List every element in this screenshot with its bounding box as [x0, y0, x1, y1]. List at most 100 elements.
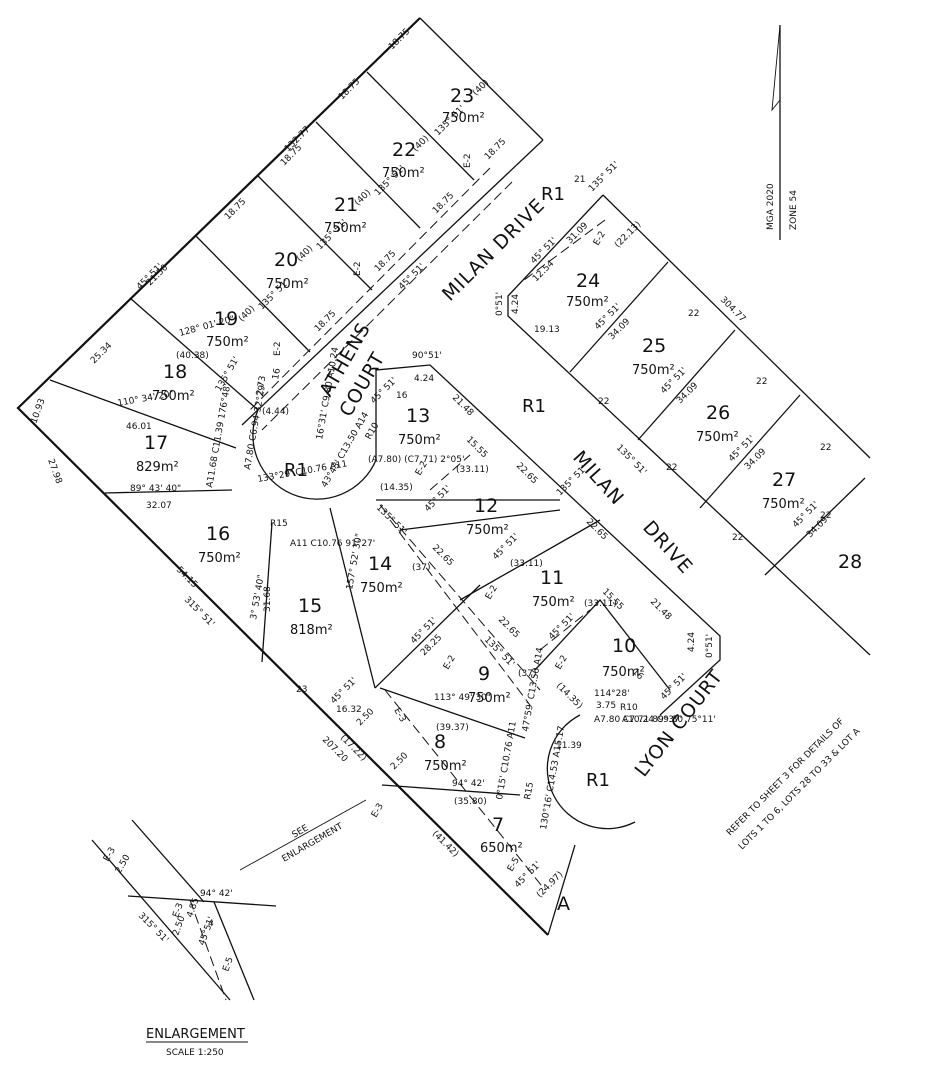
dim-16-b: 16: [396, 391, 408, 401]
arc-d: A11 C10.76 91°27': [290, 539, 375, 549]
lot-16-num: 16: [206, 523, 230, 545]
dim-16-32: 16.32: [336, 705, 362, 715]
dim-23: 23: [296, 685, 307, 695]
r10-a: R10: [364, 421, 382, 442]
lot-8-num: 8: [434, 731, 446, 753]
r15-a: R15: [270, 519, 288, 529]
dim-54-15: 54.15: [174, 565, 199, 590]
dim-21-a: 21: [574, 175, 585, 185]
dim-27-98: 27.98: [45, 458, 63, 486]
lot-22-num: 22: [392, 139, 416, 161]
north-arrow: MGA 2020 ZONE 54: [766, 24, 799, 240]
enl-e3-a: E-3: [102, 846, 118, 864]
dim-33-11-a: (33.11): [456, 465, 489, 475]
lot-11-area: 750m²: [532, 595, 575, 610]
dim-18-75-e3: 18.75: [373, 249, 398, 274]
dim-304-77: 304.77: [718, 295, 747, 324]
dim-21-48-a: 21.48: [450, 393, 475, 418]
note-enlargement: ENLARGEMENT: [281, 821, 346, 864]
dim-37-b: (37): [518, 669, 536, 679]
dim-46-01: 46.01: [126, 422, 152, 432]
dim-4-44: (4.44): [262, 407, 289, 417]
dim-18-75-d: 18.75: [223, 197, 248, 222]
dim-2-73: 2.73: [255, 375, 268, 396]
arc-i: A7.80 C7.71 89°37': [594, 715, 682, 725]
enl-94-42: 94° 42': [200, 889, 233, 899]
reserve-r1-athens: R1: [284, 460, 308, 481]
lot-11-num: 11: [540, 567, 564, 589]
dim-22-65-b: 22.65: [430, 543, 455, 568]
lot-24-area: 750m²: [566, 295, 609, 310]
dim-40-b: (40): [411, 134, 431, 154]
dim-45-51-b: 45° 51': [397, 262, 427, 292]
dim-e2-b: E-2: [353, 261, 363, 276]
r10-b: R10: [620, 703, 638, 713]
dim-40-e: (40): [237, 304, 257, 324]
reserve-labels: R1 R1 R1 R1: [284, 184, 610, 791]
enl-4: 4: [208, 919, 214, 929]
enl-e5: E-5: [221, 956, 235, 973]
dim-22-d: 22: [666, 463, 677, 473]
lot-14-area: 750m²: [360, 581, 403, 596]
lot-10-num: 10: [612, 635, 636, 657]
dim-22-g: 22: [820, 511, 831, 521]
dim-0-51-b: 0°51': [495, 292, 505, 316]
arc-l: 0°15' C10.76 A11: [495, 720, 519, 800]
dim-e3-b: E-3: [370, 802, 386, 820]
lot-18-num: 18: [163, 361, 187, 383]
lot-15-area: 818m²: [290, 623, 333, 638]
dim-35-80: (35.80): [454, 797, 487, 807]
dim-e2-e: E-2: [484, 584, 500, 602]
dim-22-65-d: 22.65: [496, 615, 521, 640]
lot-22-area: 750m²: [382, 166, 425, 181]
lot-21-num: 21: [334, 194, 358, 216]
reserve-r1-middle: R1: [522, 396, 546, 417]
lot-17-area: 829m²: [136, 460, 179, 475]
r15-b: R15: [523, 781, 536, 800]
dim-e2-g: E-2: [442, 654, 458, 672]
arc-f: (A7.80) (C7.71) 2°05': [368, 455, 464, 465]
lot-labels: 23 750m² 22 750m² 21 750m² 20 750m² 19 7…: [136, 85, 862, 915]
dim-135-51-g: 135° 51': [374, 503, 408, 537]
lot-25-num: 25: [642, 335, 666, 357]
enl-2-50-a: 2.50: [114, 853, 133, 876]
lot-13-num: 13: [406, 405, 430, 427]
enl-2-50-b: 2.50: [171, 915, 187, 938]
road-milan-top: MILAN DRIVE: [438, 194, 550, 306]
dim-e2-c: E-2: [273, 341, 283, 356]
dim-18-75-e2: 18.75: [431, 191, 456, 216]
dim-14-35-b: (14.35): [554, 681, 584, 711]
lot-26-area: 750m²: [696, 430, 739, 445]
dim-25-34: 25.34: [89, 341, 114, 366]
lot-10-area: 750m²: [602, 665, 645, 680]
dim-3-75: 3.75: [596, 701, 616, 711]
reserve-r1-lyon: R1: [586, 770, 610, 791]
lot-9-num: 9: [478, 663, 490, 685]
lot-27-area: 750m²: [762, 497, 805, 512]
lot-19-area: 750m²: [206, 335, 249, 350]
arc-a: A7.80 C6.94 32°29': [243, 382, 268, 471]
dim-18-75-e4: 18.75: [313, 309, 338, 334]
enlargement-inset: E-3 2.50 94° 42' 315° 51' E-3 2.50 4.85 …: [91, 819, 277, 1001]
enlargement-caption: ENLARGEMENT SCALE 1:250: [146, 1027, 248, 1058]
dim-22-b: 22: [598, 397, 609, 407]
note-see: SEE: [291, 823, 311, 840]
north-zone: ZONE 54: [789, 190, 799, 230]
dim-10-93: 10.93: [29, 397, 47, 425]
dim-113: 113° 49' 30": [434, 693, 491, 703]
lot-9-area: 750m²: [468, 691, 511, 706]
dim-22-f: 22: [732, 533, 743, 543]
easement-lines: [249, 167, 606, 891]
dim-94-42: 94° 42': [452, 779, 485, 789]
arc-j: A10.24 C9.80 75°11': [622, 715, 716, 725]
dim-19-13: 19.13: [534, 325, 560, 335]
dim-114: 114°28': [594, 689, 630, 699]
main-lot-lines: [16, 17, 871, 936]
dim-40-d: (40): [295, 244, 315, 264]
dim-40-a: (40): [471, 78, 491, 98]
lot-18-area: 750m²: [152, 389, 195, 404]
dim-110: 110° 34' 20": [117, 389, 175, 409]
dim-40-38: (40.38): [176, 351, 209, 361]
dim-16-a: 16: [271, 367, 283, 380]
dim-22-c: 22: [756, 377, 767, 387]
